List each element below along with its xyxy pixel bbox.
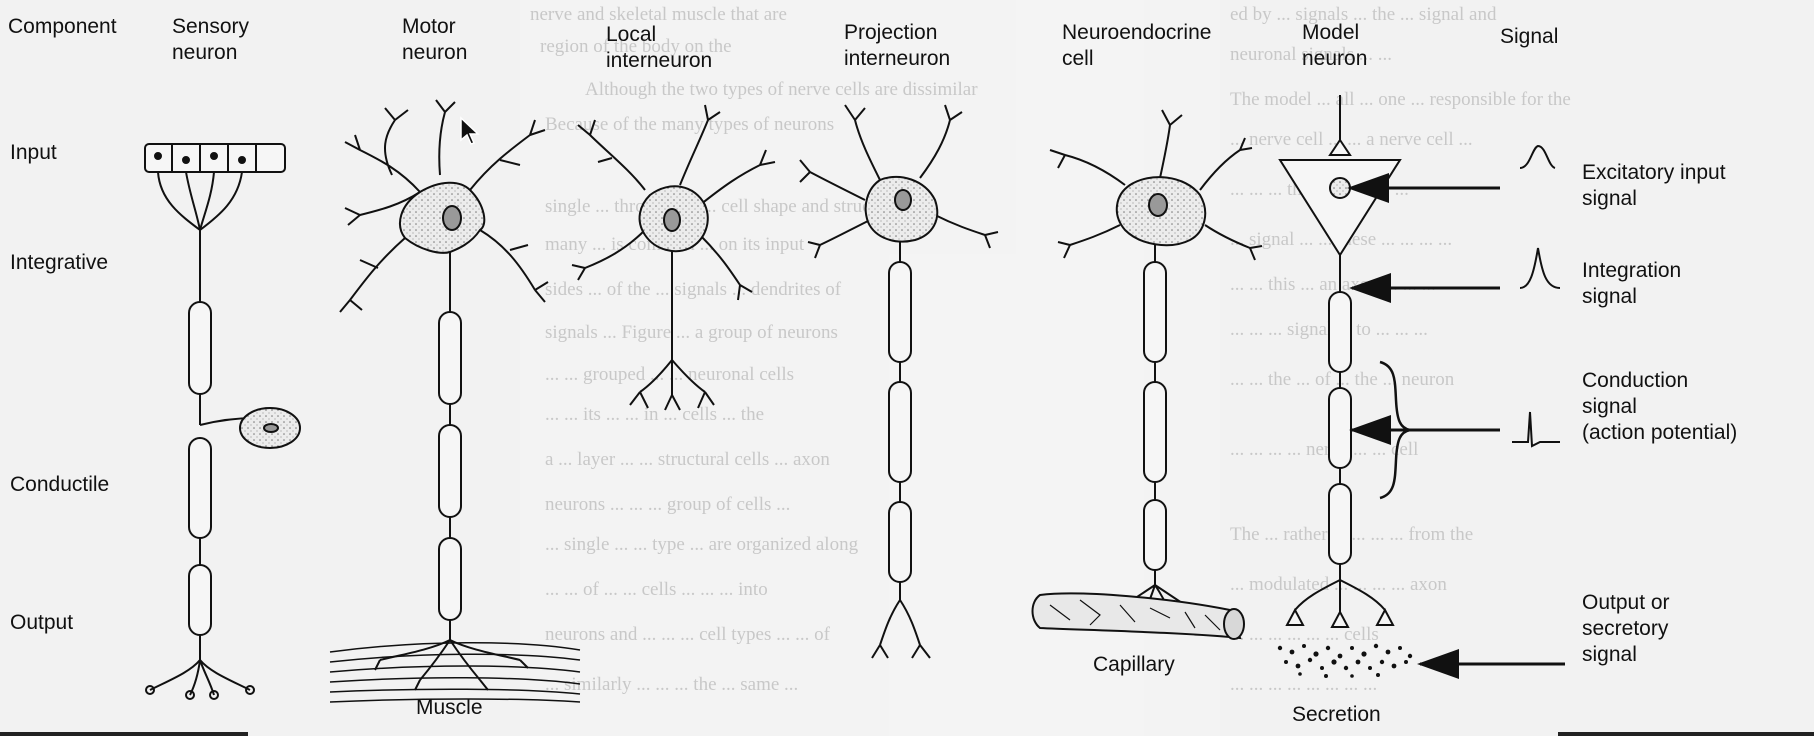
column-header-projection-interneuron: Projection interneuron xyxy=(844,21,951,70)
svg-text:... similarly ... ... ... the: ... similarly ... ... ... the ... same .… xyxy=(545,674,798,695)
neuroendocrine-cell-drawing xyxy=(1049,109,1263,623)
bottom-rule-right xyxy=(1558,732,1814,736)
column-header-signal: Signal xyxy=(1500,25,1559,48)
svg-text:... ... ... ... ... ... ... ..: ... ... ... ... ... ... ... ... xyxy=(1230,674,1377,695)
mouse-pointer-icon xyxy=(460,116,480,145)
signal-label-conduction: Conduction signal (action potential) xyxy=(1582,369,1738,444)
svg-text:region of the body on the: region of the body on the xyxy=(540,36,732,57)
svg-text:a ... layer ... ... structural: a ... layer ... ... structural cells ...… xyxy=(545,449,830,470)
svg-text:... ... ... ... nerve ... ...: ... ... ... ... nerve ... ... cell xyxy=(1230,439,1418,460)
column-header-neuroendocrine-cell: Neuroendocrine cell xyxy=(1062,21,1212,70)
signal-label-integration: Integration signal xyxy=(1582,259,1682,308)
row-label-integrative: Integrative xyxy=(10,251,109,274)
signal-label-output-secretory: Output or secretory signal xyxy=(1582,591,1670,666)
svg-text:nerve and skeletal muscle that: nerve and skeletal muscle that are xyxy=(530,4,787,25)
svg-text:... ... ... ... ... ... cells: ... ... ... ... ... ... cells xyxy=(1230,624,1379,645)
target-label-capillary: Capillary xyxy=(1093,653,1175,676)
svg-text:sides ... of the ... signals .: sides ... of the ... signals ... dendrit… xyxy=(545,279,842,300)
conduction-trace xyxy=(1512,411,1560,448)
svg-text:neurons ... ... ... group of c: neurons ... ... ... group of cells ... xyxy=(545,494,790,515)
svg-text:... modulated ... ... ... ...: ... modulated ... ... ... ... axon xyxy=(1230,574,1447,595)
svg-text:signals ... Figure ... a group: signals ... Figure ... a group of neuron… xyxy=(545,322,838,343)
column-header-sensory-neuron: Sensory neuron xyxy=(172,15,250,64)
svg-text:... ... of ... ... cells ... .: ... ... of ... ... cells ... ... ... int… xyxy=(545,579,768,600)
svg-text:... ... the ... of ... the ...: ... ... the ... of ... the ... neuron xyxy=(1230,369,1455,390)
svg-text:... ... its ... ... in ... cel: ... ... its ... ... in ... cells ... the xyxy=(545,404,764,425)
svg-text:... single ... ... type ... ar: ... single ... ... type ... are organize… xyxy=(545,534,859,555)
capillary-drawing xyxy=(1031,592,1245,640)
column-header-model-neuron: Model neuron xyxy=(1302,21,1368,70)
svg-text:single ... throughout ... cell: single ... throughout ... cell shape and… xyxy=(545,196,900,217)
svg-text:ed by ... signals ... the ...: ed by ... signals ... the ... signal and xyxy=(1230,4,1497,25)
motor-neuron-drawing xyxy=(339,99,549,691)
signal-label-excitatory-input: Excitatory input signal xyxy=(1582,161,1726,210)
projection-interneuron-drawing xyxy=(799,104,999,659)
local-interneuron-drawing xyxy=(571,104,776,411)
column-header-motor-neuron: Motor neuron xyxy=(402,15,468,64)
svg-text:Although the two types of nerv: Although the two types of nerve cells ar… xyxy=(585,79,978,100)
svg-text:The model ... all ... one ...: The model ... all ... one ... responsibl… xyxy=(1230,89,1571,110)
model-neuron-drawing xyxy=(1278,95,1402,628)
svg-text:... ... grouped ... ... neuron: ... ... grouped ... ... neuronal cells xyxy=(545,364,794,385)
svg-text:... ... this ... an axon ... .: ... ... this ... an axon ... ... ... xyxy=(1230,274,1436,295)
svg-text:neurons and ... ... ... cell t: neurons and ... ... ... cell types ... .… xyxy=(545,624,831,645)
row-label-output: Output xyxy=(10,611,74,634)
svg-text:neuronal signals ... ...: neuronal signals ... ... xyxy=(1230,44,1392,65)
svg-text:Because of the many types of n: Because of the many types of neurons xyxy=(545,114,834,135)
muscle-fibers xyxy=(329,642,581,703)
background-page-text: nerve and skeletal muscle that are regio… xyxy=(520,0,1571,736)
column-header-local-interneuron: Local interneuron xyxy=(606,23,713,72)
integration-trace xyxy=(1519,247,1561,289)
component-header: Component xyxy=(8,15,117,38)
svg-text:... nerve cell ... ... a nerve: ... nerve cell ... ... a nerve cell ... xyxy=(1230,129,1473,150)
target-label-secretion: Secretion xyxy=(1292,703,1381,726)
target-label-muscle: Muscle xyxy=(416,696,483,719)
excitatory-input-trace xyxy=(1519,144,1556,169)
bottom-rule-left xyxy=(0,732,248,736)
row-label-input: Input xyxy=(10,141,57,164)
secretion-dots xyxy=(1277,643,1413,678)
row-label-conductile: Conductile xyxy=(10,473,110,496)
sensory-neuron-drawing xyxy=(144,143,301,700)
